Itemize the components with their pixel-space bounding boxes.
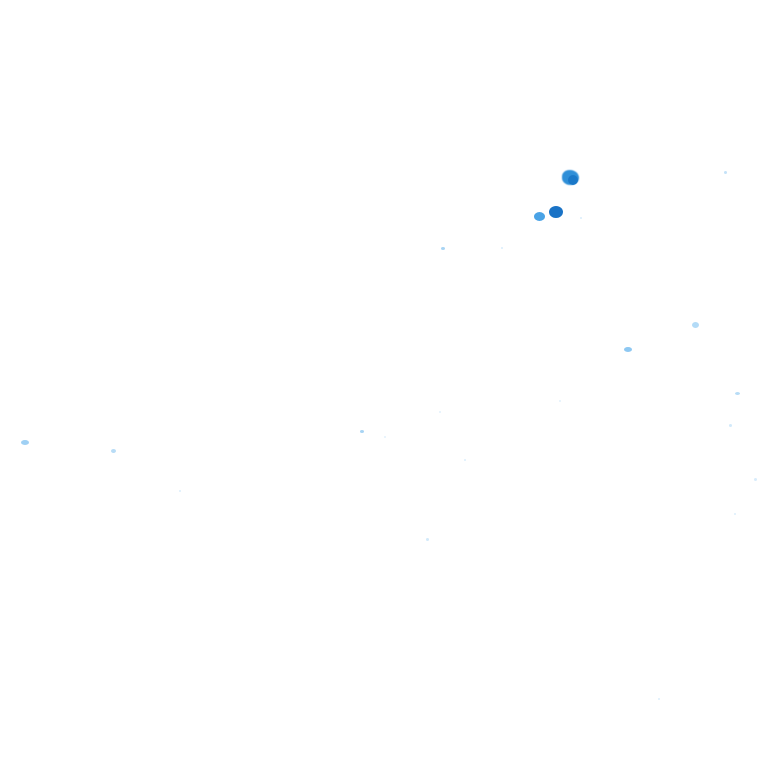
blue-speck-small [360,430,364,433]
blue-speck-tiny [559,400,561,402]
blue-speck-tiny [729,424,732,427]
blue-speck-tiny [501,247,503,249]
blue-speck-tiny [658,698,660,700]
blue-speck-tiny [724,171,727,174]
blue-speck-small [735,392,740,395]
blue-speck-tiny [580,217,582,219]
blue-speck-tiny [426,538,429,541]
blue-speck-light [111,449,116,453]
blue-speck-tiny [754,478,757,481]
blue-speck-large-core [568,175,578,185]
blue-speck-tiny [179,490,181,492]
blue-speck-light [692,322,699,328]
blue-speck-dark [549,206,563,218]
blue-speck-medium [534,212,545,221]
blue-speck-light [21,440,29,445]
blue-speck-tiny [384,436,386,438]
blue-speck-light [624,347,632,352]
blue-speck-tiny [464,459,466,461]
blue-speck-small [441,247,445,250]
blue-speck-tiny [734,513,736,515]
blue-speck-tiny [439,411,441,413]
